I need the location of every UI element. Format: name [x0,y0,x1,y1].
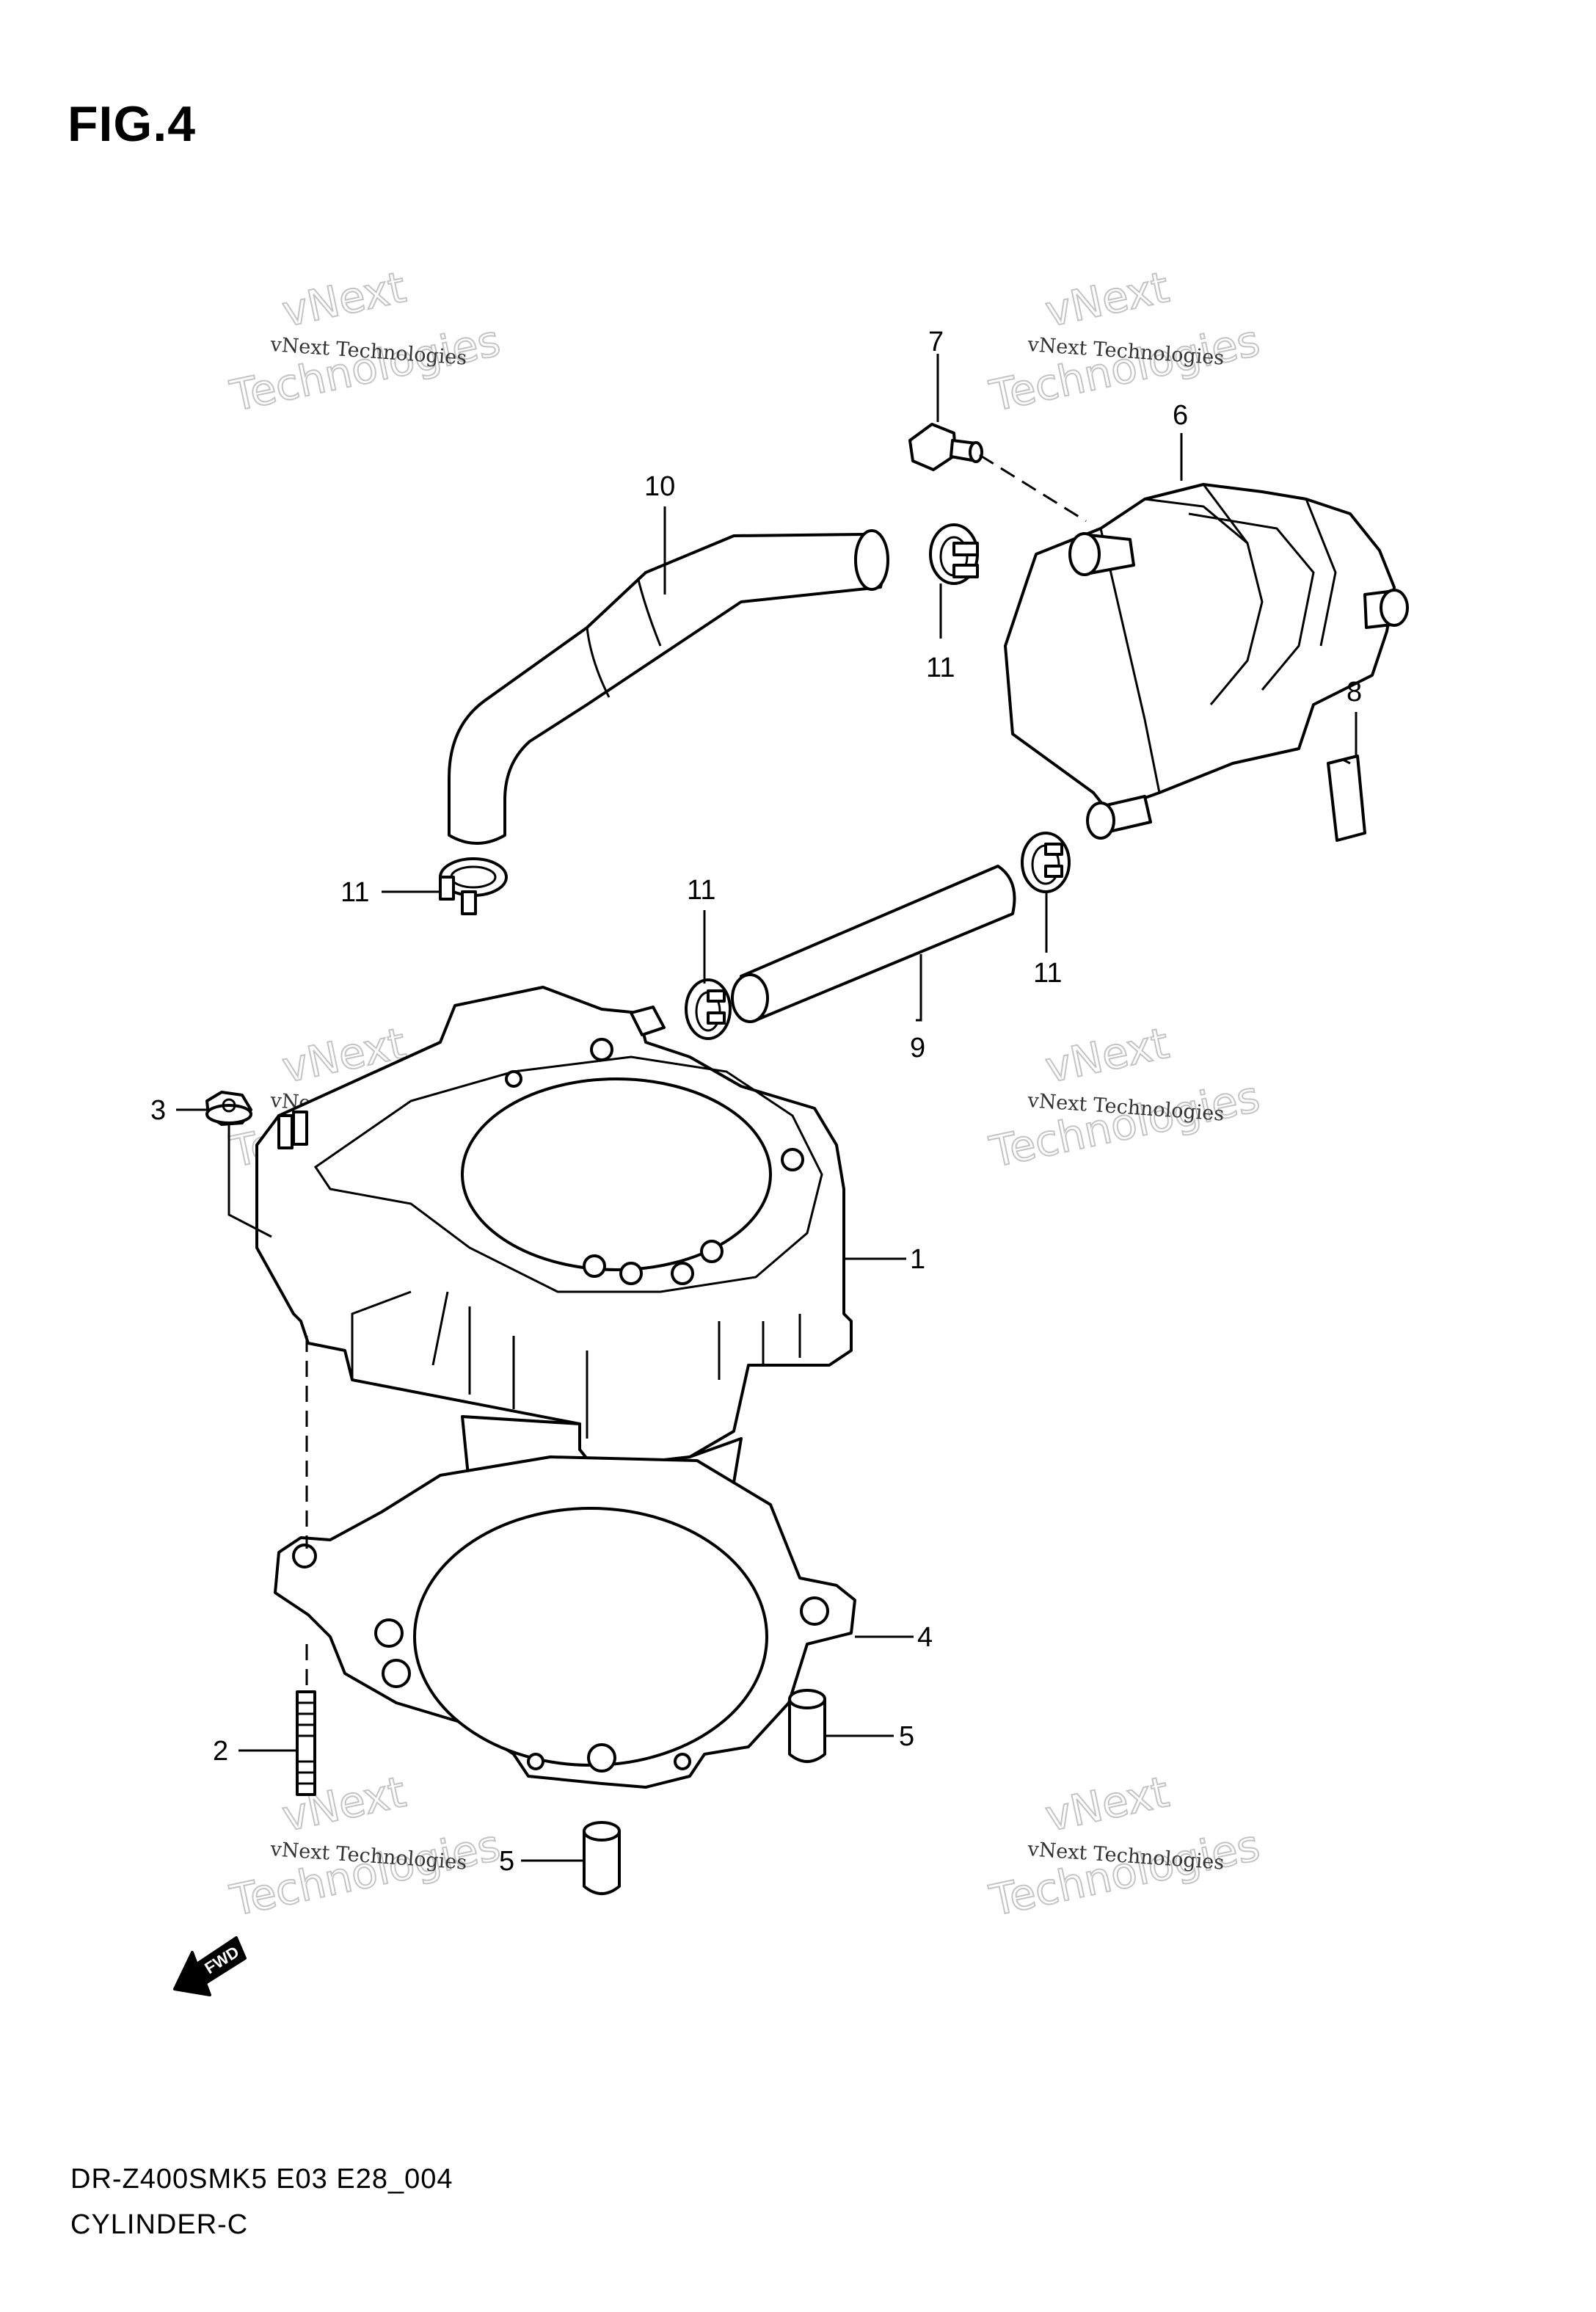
part-dowel-5-upper [788,1689,826,1763]
callout-7: 7 [928,327,944,357]
callout-labels: 7 6 10 11 8 11 11 11 9 3 1 4 2 5 5 [150,327,1362,1877]
part-clamp-11-top [929,523,979,585]
callout-11-mid: 11 [687,875,715,906]
callout-3: 3 [150,1095,166,1126]
watermark-bottom-left: vNext Technologies vNext Technologies [225,1766,506,1927]
figure-title: FIG.4 [68,96,197,152]
watermark-big-line1: vNext [1041,262,1173,337]
callout-11-right: 11 [1033,958,1062,989]
watermark-big-line1: vNext [1041,1018,1173,1093]
callout-5-upper: 5 [899,1721,914,1752]
watermark-big-line1: vNext [1041,1767,1173,1842]
callout-9: 9 [910,1033,925,1064]
callout-5-lower: 5 [499,1846,514,1877]
part-clamp-11-right [1021,832,1071,893]
part-bolt-7 [908,423,983,471]
callout-11-left: 11 [340,877,369,908]
part-clamp-11-mid [685,978,732,1040]
callout-8: 8 [1347,677,1362,708]
callout-4: 4 [917,1622,933,1653]
callout-6: 6 [1173,400,1188,431]
part-nut-3 [205,1091,252,1126]
watermark-top-left: vNext Technologies vNext Technologies [225,261,506,422]
part-clamp-11-left [439,857,508,915]
callout-10: 10 [644,471,675,502]
part-block-8 [1327,755,1366,842]
fwd-arrow-icon: FWD [173,1936,247,1996]
footer-diagram-name: CYLINDER-C [70,2209,249,2240]
part-stud-2 [296,1690,316,1796]
part-gasket-4 [274,1455,856,1789]
callout-11-top: 11 [926,652,955,683]
watermark-bottom-right: vNext Technologies vNext Technologies [985,1766,1265,1927]
footer-diagram-code: DR-Z400SMK5 E03 E28_004 [70,2164,453,2195]
part-hose-9 [731,865,1016,1023]
part-dowel-5-lower [583,1821,621,1895]
watermark-big-line1: vNext [278,262,410,337]
watermark-mid-right: vNext Technologies vNext Technologies [985,1017,1265,1178]
part-hose-10 [448,529,889,845]
watermark-top-right: vNext Technologies vNext Technologies [985,261,1265,422]
callout-2: 2 [213,1736,228,1767]
leader-lines [176,354,1358,1862]
part-valve-housing-6 [1004,483,1409,840]
callout-1: 1 [910,1244,925,1275]
